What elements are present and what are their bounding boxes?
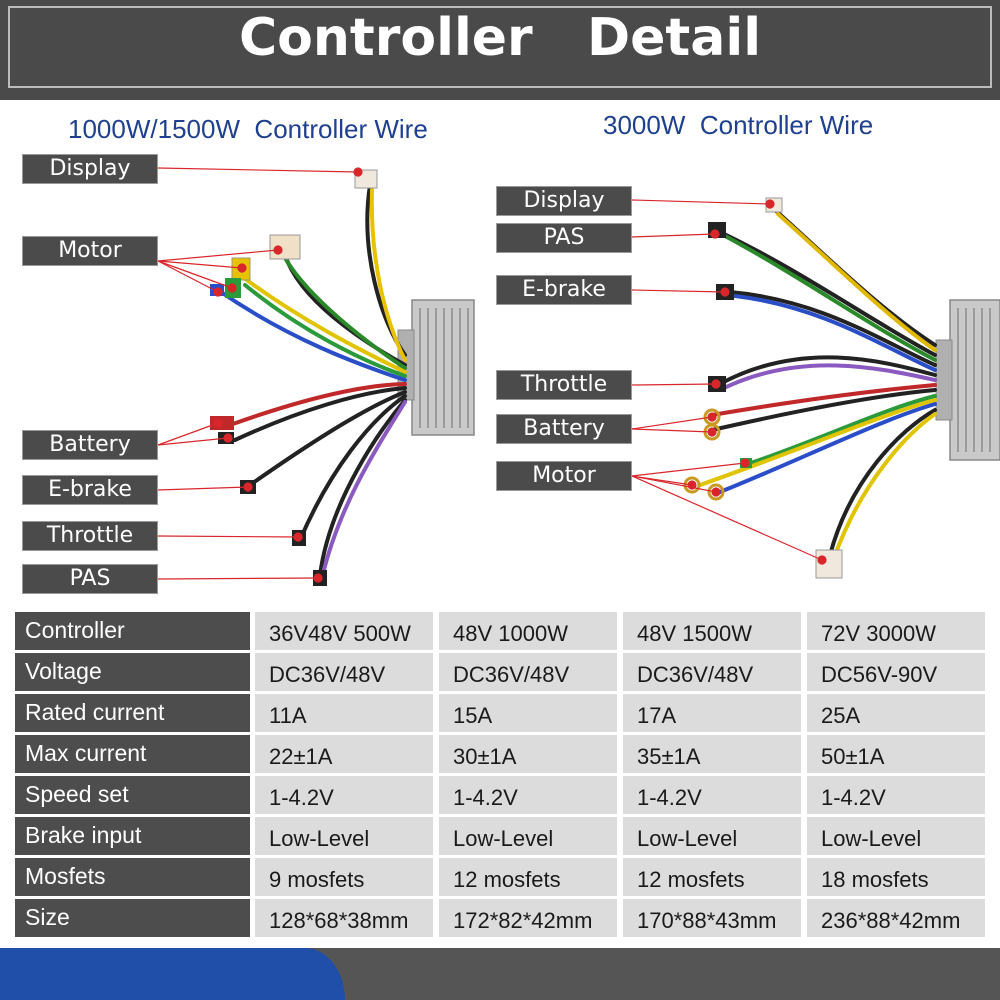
table-cell: 30±1A [439, 735, 617, 773]
right-label-throttle: Throttle [496, 370, 632, 400]
left-label-e-brake: E-brake [22, 475, 158, 505]
table-cell: 17A [623, 694, 801, 732]
right-controller-unit [935, 299, 1000, 461]
right-label-motor: Motor [496, 461, 632, 491]
table-cell: 48V 1500W [623, 612, 801, 650]
table-cell: 12 mosfets [623, 858, 801, 896]
table-cell: Low-Level [439, 817, 617, 855]
right-label-battery: Battery [496, 414, 632, 444]
wiring-diagram [157, 167, 1000, 586]
table-cell: 35±1A [623, 735, 801, 773]
table-cell: DC36V/48V [439, 653, 617, 691]
table-cell: 36V48V 500W [255, 612, 433, 650]
row-label: Max current [15, 735, 250, 773]
table-cell: 72V 3000W [807, 612, 985, 650]
left-label-pas: PAS [22, 564, 158, 594]
row-label: Voltage [15, 653, 250, 691]
table-cell: 25A [807, 694, 985, 732]
table-cell: Low-Level [807, 817, 985, 855]
table-cell: 50±1A [807, 735, 985, 773]
table-cell: 172*82*42mm [439, 899, 617, 937]
row-label: Size [15, 899, 250, 937]
table-cell: 1-4.2V [807, 776, 985, 814]
left-label-display: Display [22, 154, 158, 184]
table-cell: 22±1A [255, 735, 433, 773]
row-label: Controller [15, 612, 250, 650]
header-banner: Controller Detail [0, 0, 1000, 100]
table-cell: 1-4.2V [439, 776, 617, 814]
table-cell: 11A [255, 694, 433, 732]
left-label-motor: Motor [22, 236, 158, 266]
table-cell: 12 mosfets [439, 858, 617, 896]
row-label: Mosfets [15, 858, 250, 896]
right-label-e-brake: E-brake [496, 275, 632, 305]
left-controller-unit [397, 299, 475, 436]
table-cell: 1-4.2V [255, 776, 433, 814]
table-cell: 236*88*42mm [807, 899, 985, 937]
table-cell: 1-4.2V [623, 776, 801, 814]
table-cell: 18 mosfets [807, 858, 985, 896]
footer-accent [0, 948, 345, 1000]
left-section-title: 1000W/1500W Controller Wire [68, 114, 428, 144]
left-label-throttle: Throttle [22, 521, 158, 551]
table-cell: Low-Level [623, 817, 801, 855]
right-section-title: 3000W Controller Wire [603, 110, 874, 140]
table-cell: Low-Level [255, 817, 433, 855]
table-cell: DC56V-90V [807, 653, 985, 691]
right-label-display: Display [496, 186, 632, 216]
table-cell: 48V 1000W [439, 612, 617, 650]
row-label: Speed set [15, 776, 250, 814]
banner-frame [8, 6, 992, 88]
row-label: Brake input [15, 817, 250, 855]
table-cell: 128*68*38mm [255, 899, 433, 937]
page-title: Controller Detail [238, 8, 762, 68]
right-label-pas: PAS [496, 223, 632, 253]
table-cell: 15A [439, 694, 617, 732]
table-cell: 170*88*43mm [623, 899, 801, 937]
row-label: Rated current [15, 694, 250, 732]
table-cell: DC36V/48V [623, 653, 801, 691]
left-label-battery: Battery [22, 430, 158, 460]
table-cell: DC36V/48V [255, 653, 433, 691]
table-cell: 9 mosfets [255, 858, 433, 896]
